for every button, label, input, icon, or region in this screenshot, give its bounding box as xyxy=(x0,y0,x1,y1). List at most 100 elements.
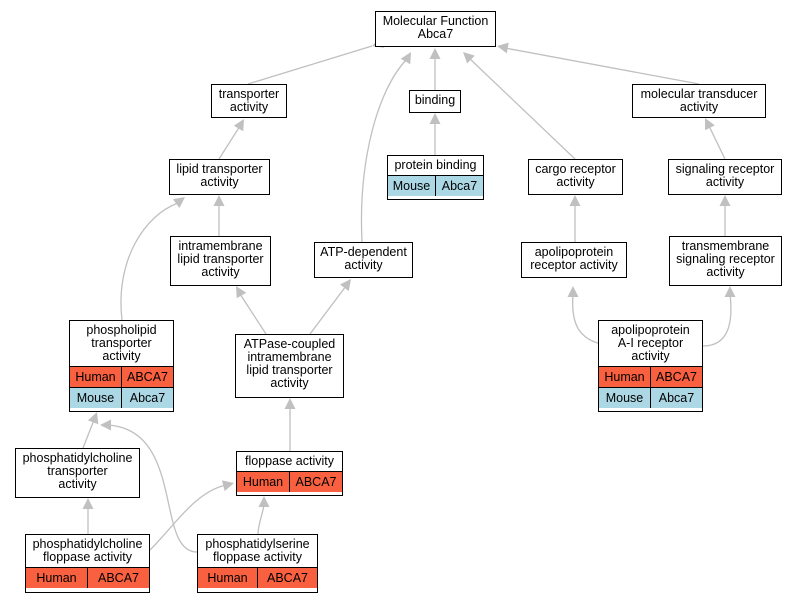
gene-cell: Abca7 xyxy=(121,388,173,408)
edge-pcfloppase-pctransporter-arrowhead xyxy=(82,498,94,509)
node-label-line: activity xyxy=(344,258,383,272)
edge-atp-root-arrowhead xyxy=(400,52,411,65)
annotation-row-mouse: Mouse Abca7 xyxy=(70,387,173,408)
node-label-line: phosphatidylserine xyxy=(205,537,310,551)
edge-pctransporter-phospholipid xyxy=(82,419,95,449)
gene-cell: ABCA7 xyxy=(289,472,342,492)
node-label-line: binding xyxy=(414,93,456,107)
edge-signaling-transducer-arrowhead xyxy=(705,118,715,131)
node-label-line: activity xyxy=(705,175,745,189)
edge-phospholipid-lipid-arrowhead xyxy=(172,197,185,208)
edge-transmembrane-signaling-arrowhead xyxy=(719,195,731,206)
edge-psfloppase-phospholipid-arrowhead xyxy=(100,419,111,431)
species-cell: Human xyxy=(75,369,116,384)
node-label-line: signaling receptor xyxy=(676,252,775,266)
node-label-line: apolipoprotein xyxy=(611,323,690,337)
edge-apoa1-apolipo-arrowhead xyxy=(567,286,579,297)
gene-cell: ABCA7 xyxy=(87,568,149,588)
annotation-row-mouse: Mouse Abca7 xyxy=(599,387,702,408)
species-cell: Human xyxy=(604,369,645,384)
edge-phospholipid-lipid xyxy=(120,202,179,321)
edge-intramembrane-lipid-arrowhead xyxy=(213,195,225,206)
node-label-line: intramembrane xyxy=(178,239,263,253)
edge-atpase-atp xyxy=(309,285,347,335)
node-label-line: activity xyxy=(556,175,595,189)
node-label: binding xyxy=(410,91,460,110)
edge-floppase-atpase-arrowhead xyxy=(284,398,296,409)
node-label-line: cargo receptor xyxy=(535,162,616,176)
edge-lipid-transporter xyxy=(218,125,241,160)
edge-pcfloppase-floppase-arrowhead xyxy=(221,480,234,492)
node-label-line: activity xyxy=(679,100,719,114)
edge-atp-root xyxy=(360,59,407,243)
node-label-line: transporter xyxy=(47,464,108,478)
node-label-line: activity xyxy=(201,265,240,279)
node-label-line: intramembrane xyxy=(247,350,332,364)
node-label-line: activity xyxy=(200,175,239,189)
node-label-line: activity xyxy=(102,349,141,363)
edge-atpase-atp-arrowhead xyxy=(340,279,351,292)
species-cell: Human xyxy=(36,570,77,585)
edge-binding-root-arrowhead xyxy=(429,48,441,59)
edge-cargo-root xyxy=(468,57,576,160)
species-cell: Mouse xyxy=(605,390,644,405)
annotation-row-human: Human ABCA7 xyxy=(70,366,173,387)
species-cell: Human xyxy=(242,474,284,489)
edge-atpase-intramembrane xyxy=(239,293,267,335)
node-binding[interactable]: binding xyxy=(409,90,461,113)
node-label-line: Abca7 xyxy=(417,27,454,41)
edge-transporter-root xyxy=(247,45,373,85)
gene-cell: Abca7 xyxy=(650,388,702,408)
node-label-line: floppase activity xyxy=(43,550,132,564)
node-label-line: A-I receptor xyxy=(617,336,684,350)
edge-pctransporter-phospholipid-arrowhead xyxy=(87,412,99,425)
node-label-line: ATPase-coupled xyxy=(243,337,336,351)
edge-apoa1-transmembrane xyxy=(702,293,732,347)
gene-cell: ABCA7 xyxy=(121,367,173,387)
edge-transducer-root xyxy=(504,47,700,85)
node-label-line: apolipoprotein xyxy=(534,245,614,259)
node-label-line: activity xyxy=(58,477,97,491)
gene-cell: ABCA7 xyxy=(257,568,317,588)
edge-transducer-root-arrowhead xyxy=(497,42,509,54)
node-label-line: ATP-dependent xyxy=(320,245,407,259)
node-label-line: transmembrane xyxy=(681,239,770,253)
node-label-line: transporter xyxy=(91,336,152,350)
node-label-line: floppase activity xyxy=(245,454,334,468)
species-cell: Mouse xyxy=(76,390,115,405)
node-label: protein binding xyxy=(388,156,483,175)
gene-cell: Abca7 xyxy=(435,176,483,196)
edge-apoa1-transmembrane-arrowhead xyxy=(724,286,736,297)
